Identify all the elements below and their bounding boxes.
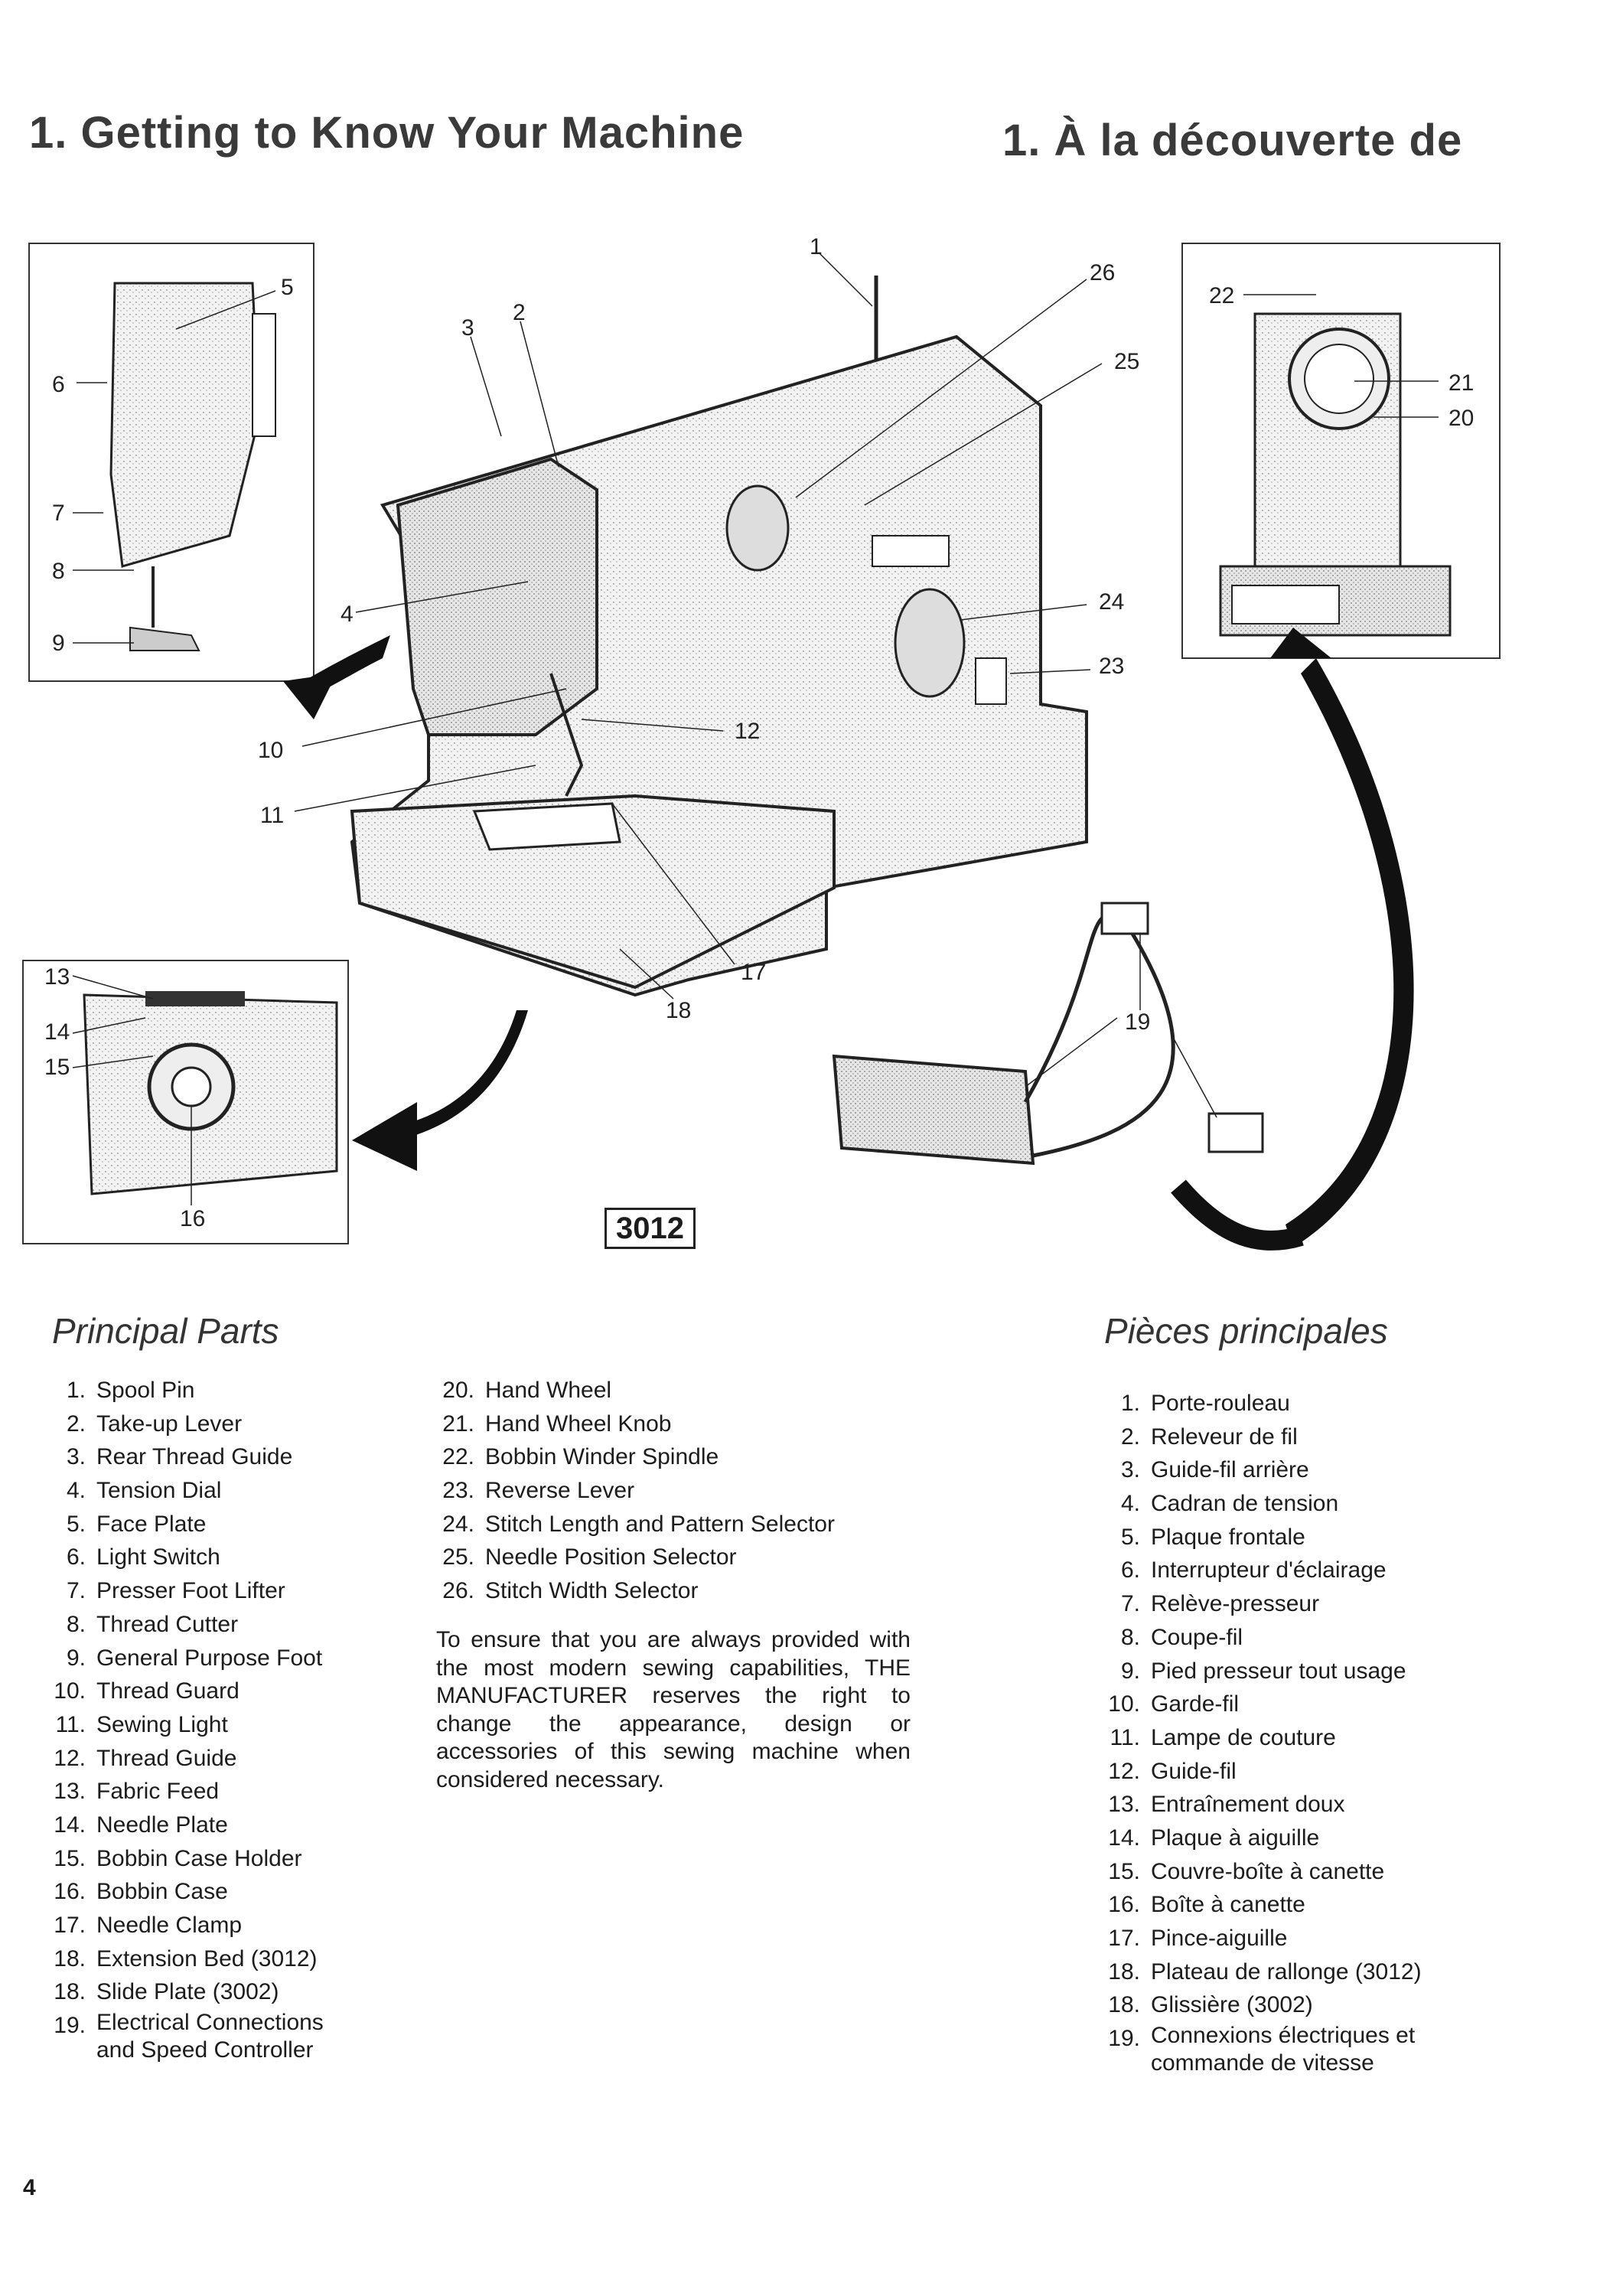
sewing-machine-main	[350, 276, 1088, 997]
model-number-label: 3012	[604, 1208, 696, 1249]
list-item: 16.Bobbin Case	[54, 1879, 228, 1905]
french-parts-list: 1.Porte-rouleau 2.Releveur de fil 3.Guid…	[1100, 1387, 1575, 2076]
list-item: 1.Spool Pin	[66, 1378, 195, 1403]
english-parts-list-1: 1.Spool Pin 2.Take-up Lever 3.Rear Threa…	[46, 1374, 413, 2063]
list-item: 10.Garde-fil	[1108, 1691, 1240, 1717]
callout-22: 22	[1209, 283, 1234, 308]
list-item: 4.Tension Dial	[66, 1478, 222, 1504]
callout-10: 10	[258, 738, 283, 763]
list-item: 21.Hand Wheel Knob	[442, 1411, 672, 1437]
callout-9: 9	[52, 631, 65, 656]
list-item: 7.Presser Foot Lifter	[66, 1578, 285, 1604]
list-item: 2.Releveur de fil	[1120, 1424, 1298, 1450]
callout-24: 24	[1099, 589, 1124, 615]
list-item: 18.Slide Plate (3002)	[54, 1979, 279, 2005]
list-item: 16.Boîte à canette	[1108, 1892, 1305, 1918]
machine-diagram: 1 2 3 4 5 6 7 8 9 10 11 12 13 14 15 16 1…	[22, 234, 1501, 1251]
list-item: 24.Stitch Length and Pattern Selector	[442, 1511, 835, 1537]
list-item: 18.Glissière (3002)	[1108, 1992, 1313, 2018]
list-item: 8.Coupe-fil	[1120, 1624, 1243, 1650]
callout-5: 5	[281, 275, 294, 300]
list-item: 14.Plaque à aiguille	[1108, 1825, 1320, 1851]
list-item: 11.Lampe de couture	[1110, 1724, 1336, 1750]
manufacturer-note: To ensure that you are always provided w…	[436, 1627, 911, 1792]
callout-16: 16	[180, 1206, 205, 1231]
list-item: 6.Light Switch	[66, 1544, 220, 1570]
list-item: 8.Thread Cutter	[66, 1611, 239, 1637]
inset-hand-wheel	[1181, 243, 1501, 659]
list-item: 15.Couvre-boîte à canette	[1108, 1858, 1385, 1884]
list-item: 22.Bobbin Winder Spindle	[442, 1444, 719, 1470]
foot-controller	[832, 902, 1264, 1166]
list-item: 5.Face Plate	[66, 1511, 207, 1537]
list-item: 18.Extension Bed (3012)	[54, 1945, 318, 1971]
list-item: 9.General Purpose Foot	[66, 1645, 323, 1671]
callout-1: 1	[810, 234, 823, 259]
page-title-french: 1. À la découverte de	[1002, 116, 1463, 165]
list-item: 25.Needle Position Selector	[442, 1544, 737, 1570]
list-item: 20.Hand Wheel	[442, 1378, 612, 1403]
page-number: 4	[23, 2175, 36, 2200]
callout-14: 14	[44, 1019, 70, 1045]
list-item: 17.Needle Clamp	[54, 1913, 243, 1938]
callout-17: 17	[741, 960, 766, 985]
list-item: 5.Plaque frontale	[1120, 1524, 1305, 1550]
list-item: 13.Fabric Feed	[54, 1779, 220, 1805]
arrow-power-icon	[1286, 658, 1414, 1247]
callout-8: 8	[52, 559, 65, 584]
list-item: 2.Take-up Lever	[66, 1411, 243, 1437]
list-item: 6.Interrupteur d'éclairage	[1120, 1557, 1387, 1583]
inset-bobbin	[22, 960, 349, 1244]
callout-4: 4	[341, 602, 354, 627]
list-item: 1.Porte-rouleau	[1120, 1391, 1290, 1416]
list-item: 18.Plateau de rallonge (3012)	[1108, 1958, 1422, 1985]
list-item: 17.Pince-aiguille	[1108, 1926, 1288, 1951]
list-item: 26.Stitch Width Selector	[442, 1578, 699, 1604]
page-title-english: 1. Getting to Know Your Machine	[29, 108, 745, 158]
callout-21: 21	[1448, 370, 1474, 396]
list-item: 23.Reverse Lever	[442, 1478, 635, 1504]
list-item: 11.Sewing Light	[55, 1711, 228, 1737]
list-item: 3.Rear Thread Guide	[66, 1444, 293, 1470]
inset-face-plate	[28, 243, 314, 682]
english-parts-list-2: 20.Hand Wheel 21.Hand Wheel Knob 22.Bobb…	[435, 1374, 894, 1608]
list-item: 9.Pied presseur tout usage	[1120, 1658, 1406, 1684]
callout-11: 11	[260, 803, 284, 828]
callout-23: 23	[1099, 654, 1124, 679]
list-item: 19.Connexions électriques et commande de…	[1108, 2023, 1416, 2076]
list-item: 4.Cadran de tension	[1120, 1491, 1339, 1517]
arrow-bobbin-icon	[398, 1010, 528, 1140]
list-item: 12.Guide-fil	[1108, 1758, 1237, 1784]
list-item: 14.Needle Plate	[54, 1812, 228, 1838]
list-item: 15.Bobbin Case Holder	[54, 1845, 302, 1871]
callout-25: 25	[1114, 349, 1139, 374]
callout-2: 2	[513, 300, 526, 325]
list-item: 3.Guide-fil arrière	[1120, 1457, 1309, 1483]
list-item: 7.Relève-presseur	[1120, 1591, 1320, 1617]
list-item: 12.Thread Guide	[54, 1745, 237, 1771]
list-item: 13.Entraînement doux	[1108, 1792, 1345, 1818]
callout-7: 7	[52, 501, 65, 526]
callout-15: 15	[44, 1055, 70, 1080]
french-parts-heading: Pièces principales	[1104, 1311, 1388, 1351]
callout-13: 13	[44, 964, 70, 990]
list-item: 19.Electrical Connections and Speed Cont…	[54, 2010, 324, 2063]
list-item: 10.Thread Guard	[54, 1678, 240, 1704]
callout-6: 6	[52, 372, 65, 397]
callout-20: 20	[1448, 406, 1474, 431]
english-parts-heading: Principal Parts	[52, 1311, 279, 1351]
callout-3: 3	[461, 315, 474, 341]
callout-12: 12	[735, 719, 760, 744]
callout-18: 18	[666, 998, 691, 1023]
callout-26: 26	[1090, 260, 1115, 285]
callout-19: 19	[1125, 1009, 1150, 1035]
